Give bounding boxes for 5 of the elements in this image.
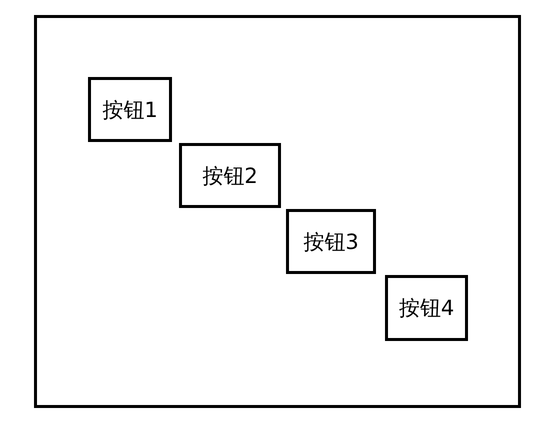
push-button: 按钮4 [385,275,468,341]
push-button: 按钮1 [88,77,172,142]
push-button: 按钮3 [286,209,376,274]
push-button: 按钮2 [179,143,281,208]
frame-box [34,15,521,408]
